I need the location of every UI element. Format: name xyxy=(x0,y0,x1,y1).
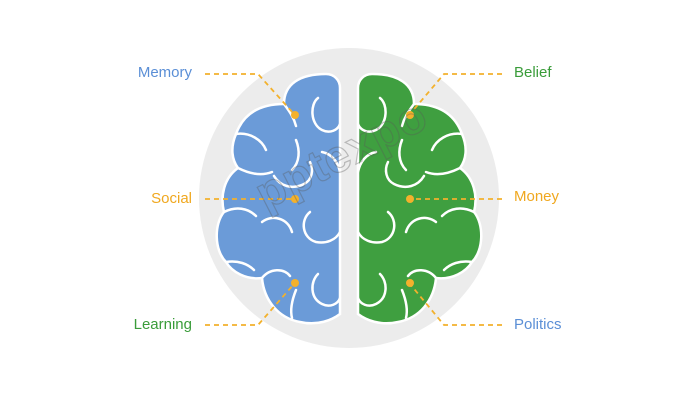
social-dot xyxy=(291,195,299,203)
memory-dot xyxy=(291,111,299,119)
label-money: Money xyxy=(514,188,560,205)
money-dot xyxy=(406,195,414,203)
learning-dot xyxy=(291,279,299,287)
label-belief: Belief xyxy=(514,64,552,81)
politics-connector xyxy=(409,283,502,326)
politics-dot xyxy=(406,279,414,287)
label-memory: Memory xyxy=(137,64,192,81)
belief-connector xyxy=(409,73,502,115)
belief-dot xyxy=(406,111,414,119)
label-learning: Learning xyxy=(133,316,192,333)
label-politics: Politics xyxy=(514,316,562,333)
label-social: Social xyxy=(151,190,192,207)
